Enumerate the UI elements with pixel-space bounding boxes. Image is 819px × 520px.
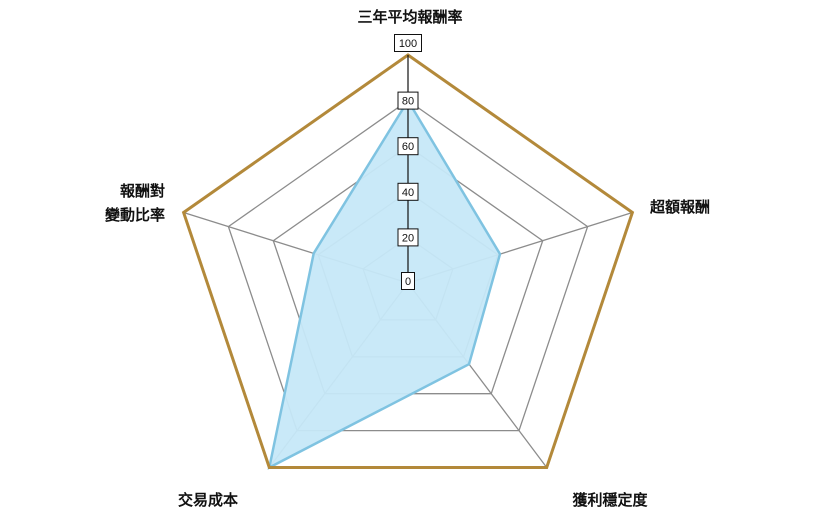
axis-label-left-line1: 報酬對 [120, 182, 165, 200]
axis-label-top: 三年平均報酬率 [357, 8, 462, 26]
svg-text:100: 100 [399, 38, 417, 50]
axis-label-bottom-left: 交易成本 [178, 491, 238, 509]
value-axis-ticks: 0 20 40 60 80 100 [394, 34, 422, 290]
svg-text:0: 0 [405, 276, 411, 288]
axis-label-right: 超額報酬 [649, 198, 710, 216]
tick-label-60: 60 [397, 137, 419, 156]
tick-label-80: 80 [397, 91, 419, 110]
data-series-polygon [267, 98, 502, 470]
axis-label-bottom-right: 獲利穩定度 [572, 491, 648, 509]
axis-label-left-line2: 變動比率 [104, 206, 165, 224]
tick-label-40: 40 [397, 182, 419, 201]
svg-text:80: 80 [402, 96, 414, 108]
tick-label-0: 0 [401, 272, 415, 290]
grid-ring-80 [227, 99, 589, 432]
tick-label-20: 20 [397, 228, 419, 247]
svg-text:60: 60 [402, 141, 414, 153]
svg-text:40: 40 [402, 187, 414, 199]
outer-ring [181, 53, 635, 469]
svg-text:20: 20 [402, 232, 414, 244]
tick-label-100: 100 [394, 34, 422, 52]
